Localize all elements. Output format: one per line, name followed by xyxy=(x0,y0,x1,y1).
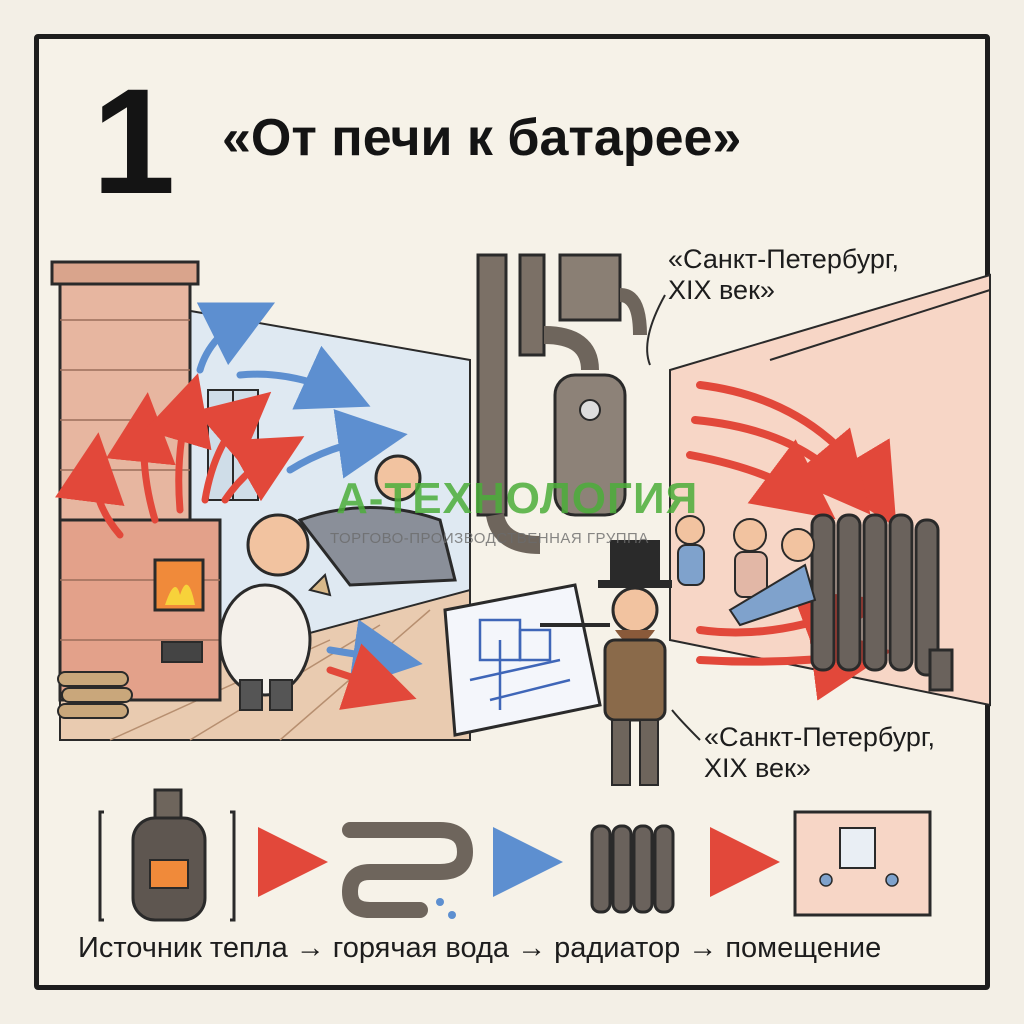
caption-bottom-line1: «Санкт-Петербург, xyxy=(704,722,935,752)
flow-icon-radiator xyxy=(590,824,675,914)
caption-top-line1: «Санкт-Петербург, xyxy=(668,244,899,274)
page-title: «От печи к батарее» xyxy=(222,109,742,167)
flow-icon-pipe xyxy=(341,822,474,919)
watermark-subtitle: ТОРГОВО-ПРОИЗВОДСТВЕННАЯ ГРУППА xyxy=(330,530,649,547)
cold-air-arrows xyxy=(196,302,408,479)
blueprint-sheet xyxy=(443,583,610,737)
boiler-and-pipes xyxy=(476,253,647,554)
watermark-brand: А-ТЕХНОЛОГИЯ xyxy=(336,474,699,523)
engineer-figure xyxy=(598,540,672,786)
cast-iron-radiator xyxy=(810,513,954,692)
caption-bottom: «Санкт-Петербург, XIX век» xyxy=(704,722,935,784)
caption-top-line2: XIX век» xyxy=(668,275,775,306)
cold-person-in-bed xyxy=(297,454,457,587)
flow-icon-room xyxy=(793,810,932,917)
caption-leader-bottom xyxy=(671,709,701,741)
section-number: 1 xyxy=(92,57,176,225)
heat-arrows-stove xyxy=(55,373,423,710)
caption-bottom-line2: XIX век» xyxy=(704,753,811,784)
firewood-icon xyxy=(57,671,133,719)
family-figures xyxy=(675,515,817,627)
caption-top: «Санкт-Петербург, XIX век» xyxy=(668,244,899,306)
flow-icon-boiler xyxy=(98,788,236,922)
caption-leader-top xyxy=(646,294,666,366)
flow-caption: Источник тепла → горячая вода → радиатор… xyxy=(78,932,882,964)
sweating-man-figure xyxy=(218,513,332,711)
